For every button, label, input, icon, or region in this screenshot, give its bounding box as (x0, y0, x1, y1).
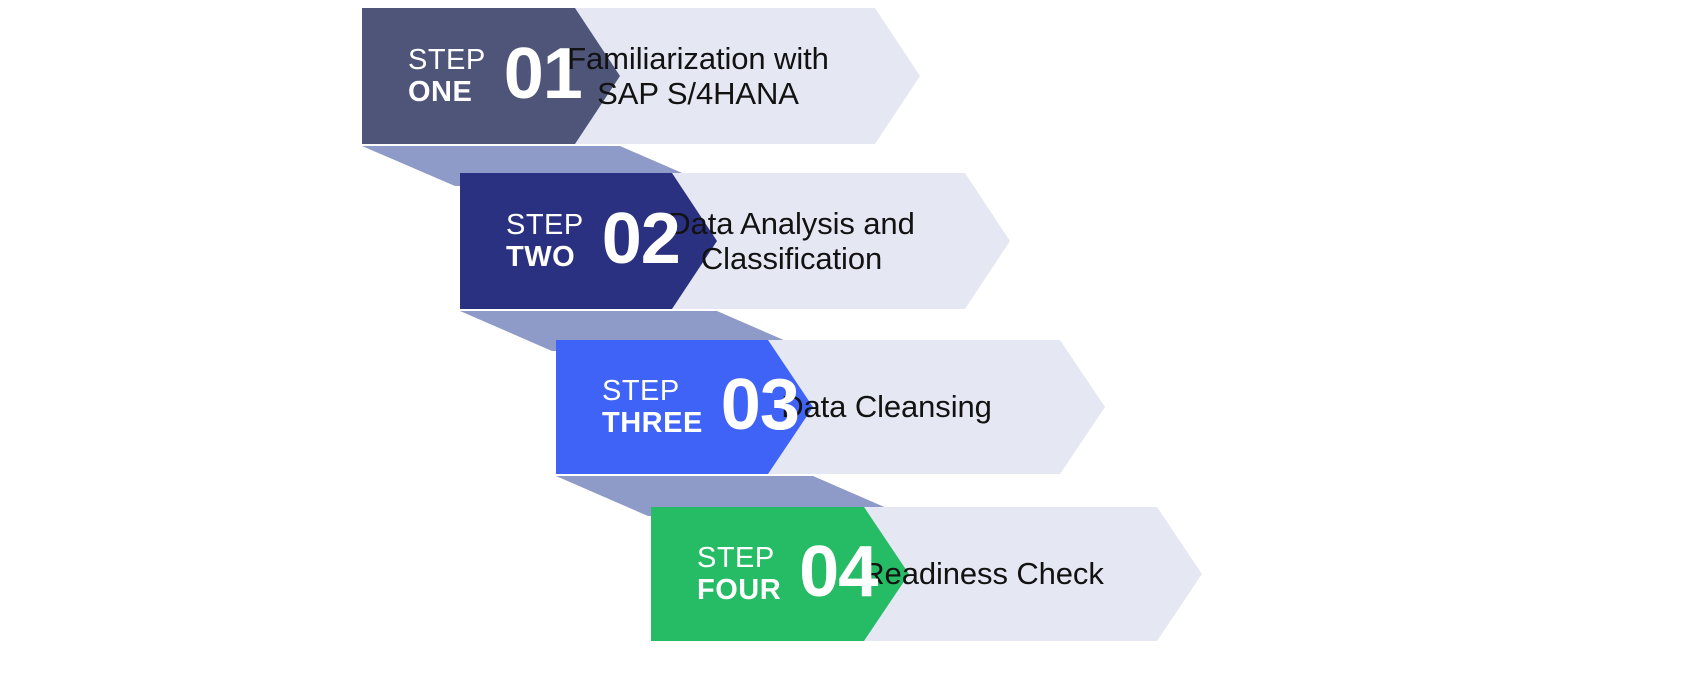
step-4-word-bottom: FOUR (697, 573, 782, 606)
step-2-badge: STEP TWO 02 (460, 173, 717, 309)
step-3-panel-shape (692, 340, 1105, 474)
step-2-label: Data Analysis and Classification (668, 205, 915, 276)
step-1-word-bottom: ONE (408, 75, 473, 108)
step-4-badge-shape (651, 507, 909, 641)
step-4-panel: Readiness Check (788, 507, 1202, 641)
step-1-badge: STEP ONE 01 (362, 8, 620, 144)
step-1-number: 01 (503, 34, 583, 114)
step-1-word-top: STEP (408, 43, 486, 76)
step-3-word-top: STEP (602, 374, 680, 407)
step-2-number: 02 (601, 199, 681, 279)
step-2-panel-shape (597, 173, 1010, 309)
step-4-label: Readiness Check (862, 556, 1104, 592)
step-3-number: 03 (720, 365, 800, 445)
step-2-word-bottom: TWO (506, 240, 576, 273)
step-3-connector-shape (556, 476, 905, 516)
step-4-badge: STEP FOUR 04 (651, 507, 909, 641)
step-2-badge-shape (460, 173, 717, 309)
step-1-panel: Familiarization with SAP S/4HANA (500, 8, 920, 144)
step-4-number: 04 (799, 532, 878, 612)
step-3-panel: Data Cleansing (692, 340, 1105, 474)
step-3-word-bottom: THREE (602, 406, 703, 439)
step-4-step-words: STEP FOUR (697, 541, 782, 606)
step-1-panel-shape (500, 8, 920, 144)
step-3-badge: STEP THREE 03 (556, 340, 813, 474)
step-4-panel-shape (788, 507, 1202, 641)
step-1-label: Familiarization with SAP S/4HANA (567, 40, 829, 111)
step-3-label: Data Cleansing (781, 389, 992, 425)
step-3-step-words: STEP THREE (602, 374, 703, 439)
step-2-panel: Data Analysis and Classification (597, 173, 1010, 309)
step-1-step-words: STEP ONE (408, 43, 486, 108)
step-4-word-top: STEP (697, 541, 775, 574)
step-1-badge-shape (362, 8, 620, 144)
step-2-word-top: STEP (506, 208, 584, 241)
step-3-badge-shape (556, 340, 813, 474)
step-2-step-words: STEP TWO (506, 208, 584, 273)
